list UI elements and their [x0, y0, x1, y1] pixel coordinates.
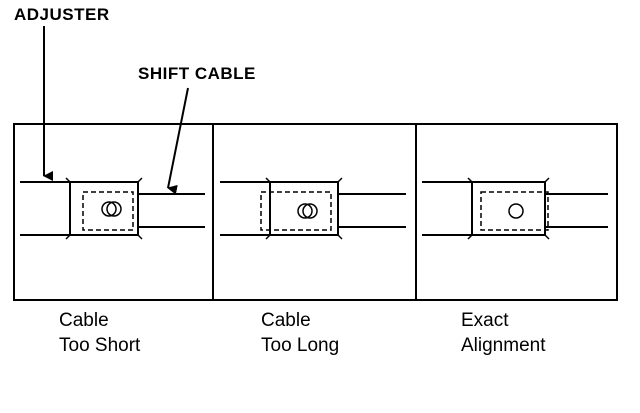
caption-line: Too Long — [261, 335, 340, 356]
adjuster-body — [471, 181, 546, 236]
panel-exact-alignment — [422, 177, 608, 240]
adjuster-bolt-hole — [297, 203, 313, 219]
caption-line: Alignment — [461, 335, 546, 356]
caption-cable-too-long: Cable Too Long — [261, 308, 339, 358]
cable-end — [260, 191, 332, 231]
cable-end — [480, 191, 549, 231]
caption-line: Cable — [59, 310, 109, 331]
caption-line: Cable — [261, 310, 311, 331]
adjuster-bolt-hole — [101, 201, 117, 217]
cable-end — [82, 191, 134, 231]
bolt-hole — [508, 203, 524, 219]
caption-cable-too-short: Cable Too Short — [59, 308, 140, 358]
diagram-frame — [13, 123, 618, 301]
shift-cable-leader-arrow — [167, 87, 189, 195]
panel-cable-too-short — [20, 177, 205, 240]
adjuster-callout: ADJUSTER — [14, 5, 110, 24]
caption-exact-alignment: Exact Alignment — [461, 308, 546, 358]
shift-cable-callout: SHIFT CABLE — [138, 64, 256, 83]
panel-cable-too-long — [220, 177, 406, 240]
cable-bolt-hole — [302, 203, 318, 219]
caption-line: Exact — [461, 310, 509, 331]
cable-bolt-hole — [106, 201, 122, 217]
caption-line: Too Short — [59, 335, 141, 356]
adjuster-body — [69, 181, 139, 236]
